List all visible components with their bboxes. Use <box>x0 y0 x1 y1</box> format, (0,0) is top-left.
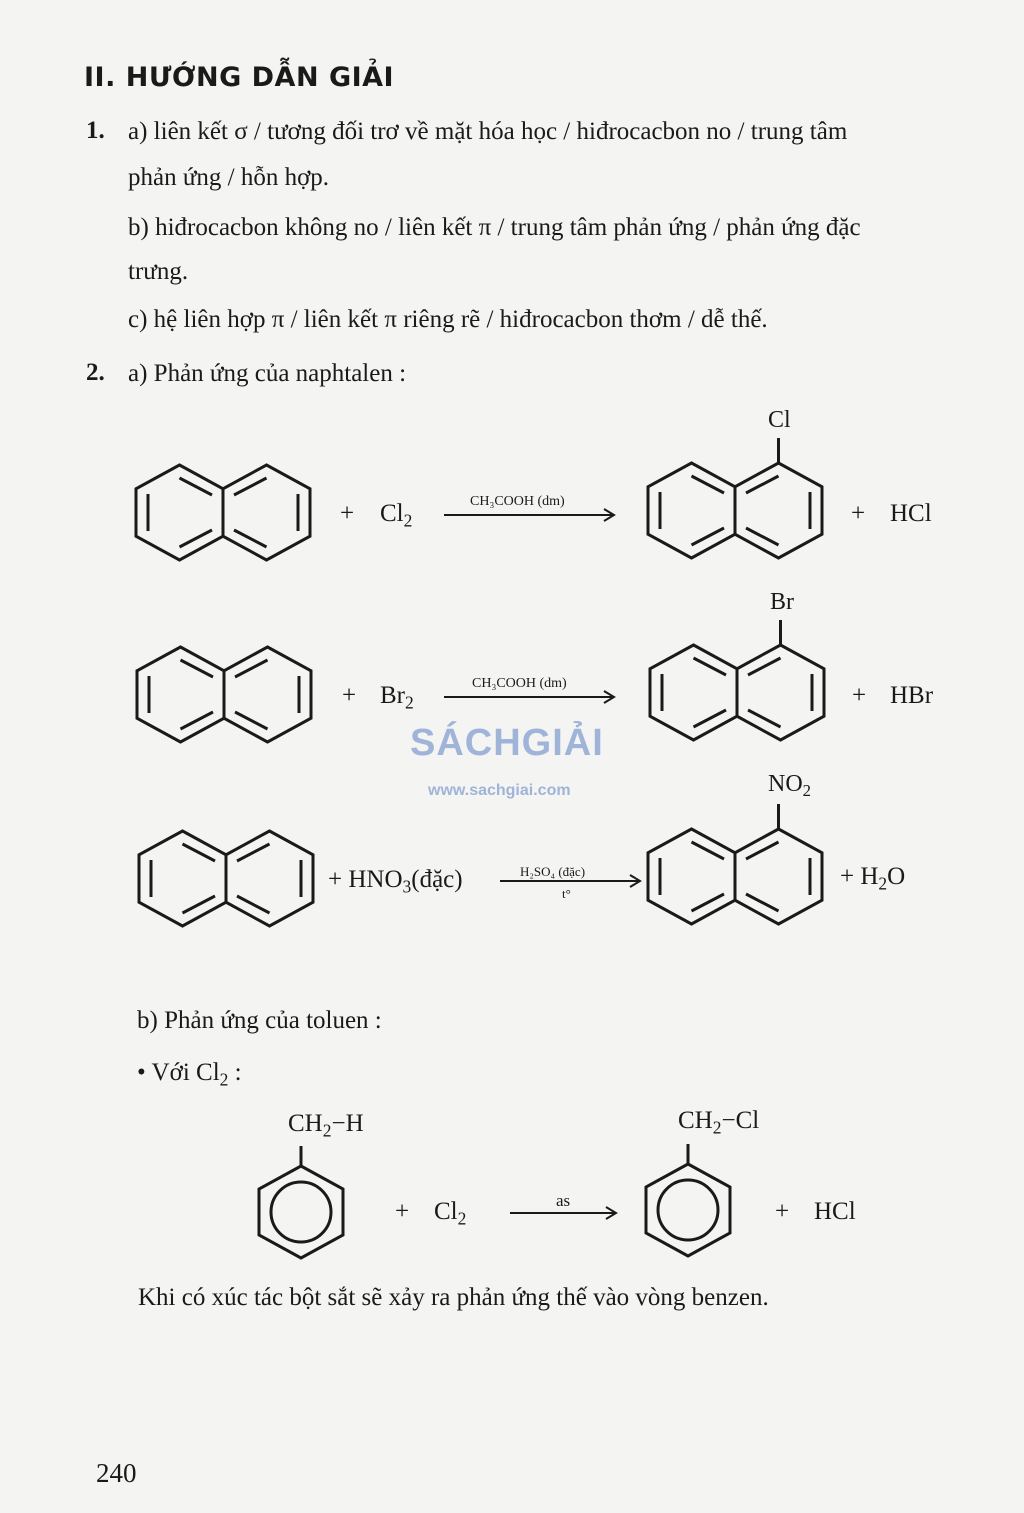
q1-a-line2: phản ứng / hỗn hợp. <box>128 164 330 191</box>
q1-a-line1: a) liên kết σ / tương đối trơ về mặt hóa… <box>128 118 848 145</box>
r4-left-substituent: CH2−H <box>288 1110 364 1141</box>
r4-plus-1: + <box>395 1198 410 1225</box>
r2-substituent: Br <box>770 589 794 615</box>
r1-condition: CH₃COOH (dm) <box>470 494 565 509</box>
q1-c-line1: c) hệ liên hợp π / liên kết π riêng rẽ /… <box>128 306 768 333</box>
benzyl-chloride-structure <box>644 1144 732 1258</box>
section-heading: II. HƯỚNG DẪN GIẢI <box>84 62 395 93</box>
r3-condition-top: H₂SO₄ (đặc) <box>520 864 586 879</box>
watermark-logo: SÁCHGIẢI <box>410 722 604 764</box>
naphthalene-structure-3 <box>137 829 315 928</box>
naphthalene-structure-2-product <box>648 620 826 742</box>
r3-substituent: NO2 <box>768 771 812 801</box>
q2-bullet-cl2: • Với Cl2 : <box>137 1059 242 1090</box>
r4-right-substituent: CH2−Cl <box>678 1107 760 1138</box>
r2-plus-2: + <box>852 682 867 709</box>
naphthalene-structure-1 <box>134 463 312 562</box>
naphthalene-structure-3-product <box>646 804 824 926</box>
r1-plus-2: + <box>851 500 866 527</box>
r3-reagent: + HNO3(đặc) <box>328 866 463 897</box>
q1-b-line1: b) hiđrocacbon không no / liên kết π / t… <box>128 214 861 241</box>
r1-reagent: Cl2 <box>380 500 413 531</box>
r4-reagent: Cl2 <box>434 1198 467 1229</box>
r2-plus-1: + <box>342 682 357 709</box>
question-1-number: 1. <box>86 117 105 144</box>
naphthalene-structure-2 <box>135 645 313 744</box>
q2-b-title: b) Phản ứng của toluen : <box>137 1007 382 1034</box>
r1-arrow <box>444 508 616 522</box>
q1-b-line2: trưng. <box>128 258 189 285</box>
r2-byproduct: HBr <box>890 682 934 709</box>
page-number: 240 <box>96 1458 137 1488</box>
watermark-url: www.sachgiai.com <box>428 782 571 799</box>
r2-arrow <box>444 690 616 704</box>
r2-reagent: Br2 <box>380 682 414 713</box>
toluene-structure <box>257 1146 345 1260</box>
question-2-number: 2. <box>86 359 105 386</box>
r3-byproduct: + H2O <box>840 863 906 894</box>
r4-byproduct: HCl <box>814 1198 856 1225</box>
closing-sentence: Khi có xúc tác bột sắt sẽ xảy ra phản ứn… <box>138 1284 769 1311</box>
r1-substituent: Cl <box>768 407 791 433</box>
r3-arrow <box>500 874 642 888</box>
r4-arrow <box>510 1206 618 1220</box>
r1-byproduct: HCl <box>890 500 932 527</box>
r4-plus-2: + <box>775 1198 790 1225</box>
r4-condition: as <box>556 1191 571 1210</box>
naphthalene-structure-1-product <box>646 438 824 560</box>
r1-plus-1: + <box>340 500 355 527</box>
r2-condition: CH₃COOH (dm) <box>472 676 567 691</box>
q2-a-title: a) Phản ứng của naphtalen : <box>128 360 407 387</box>
r3-condition-bottom: t° <box>562 886 571 901</box>
